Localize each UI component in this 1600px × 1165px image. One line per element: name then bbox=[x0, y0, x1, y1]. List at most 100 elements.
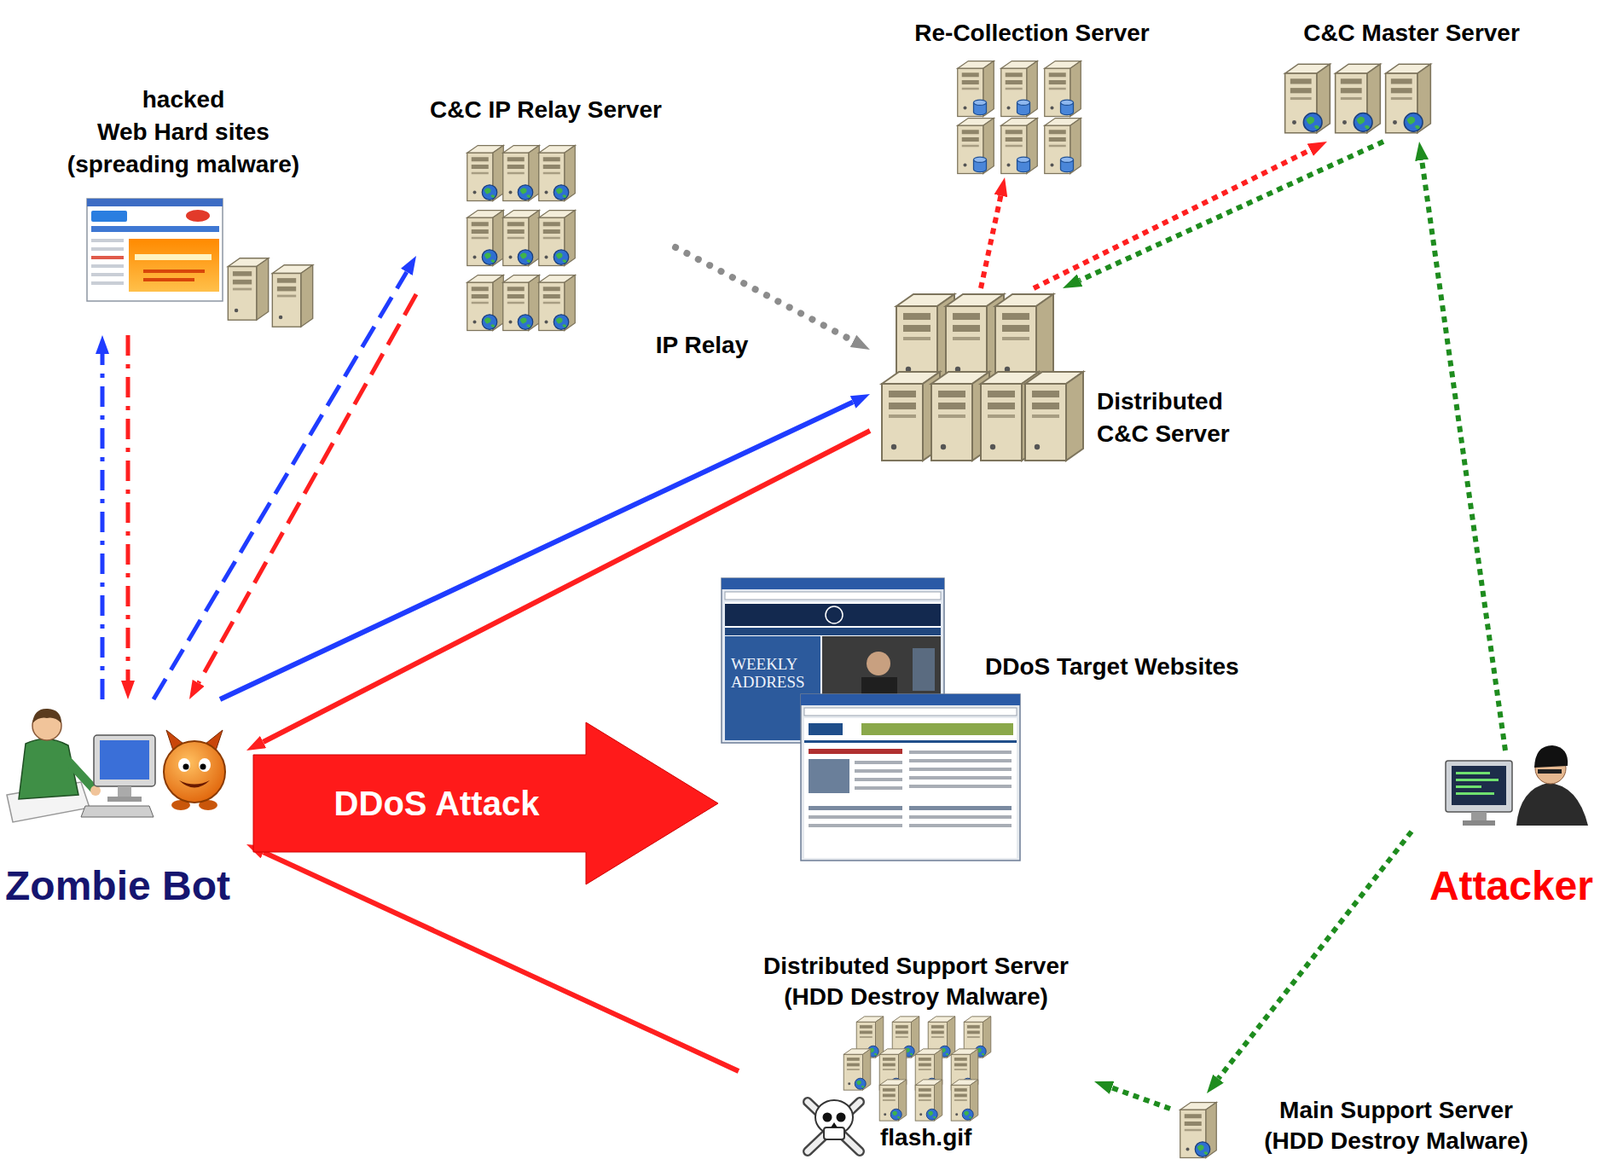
distributed-cc-cluster bbox=[881, 294, 1084, 461]
node-label: flash.gif bbox=[880, 1122, 972, 1154]
zombie-bot-figure bbox=[63, 756, 94, 789]
skull-crossbones bbox=[830, 1122, 838, 1128]
web-hard-screenshot bbox=[185, 209, 210, 222]
text-line: flash.gif bbox=[880, 1122, 972, 1154]
recollection-server-cluster bbox=[957, 61, 995, 117]
relay-server-cluster bbox=[467, 145, 505, 202]
zombie-bot-figure bbox=[163, 741, 226, 803]
master-server-cluster bbox=[1385, 63, 1432, 134]
connector-arrow bbox=[1079, 141, 1384, 281]
main-support-server bbox=[1180, 1102, 1218, 1159]
recollection-server-cluster bbox=[1001, 61, 1038, 117]
text-line: Web Hard sites bbox=[67, 115, 300, 149]
recollection-server-cluster bbox=[1001, 118, 1038, 174]
node-label: Zombie Bot bbox=[5, 861, 231, 911]
cheongwadae-screenshot bbox=[808, 748, 903, 754]
cheongwadae-screenshot bbox=[800, 694, 1021, 861]
relay-server-cluster bbox=[539, 145, 576, 202]
web-hard-node: hacked Web Hard sites (spreading malware… bbox=[63, 81, 329, 336]
web-hard-screenshot bbox=[91, 272, 124, 277]
attacker-figure bbox=[1471, 811, 1487, 821]
web-hard-servers bbox=[227, 258, 313, 327]
text-line: Main Support Server bbox=[1263, 1095, 1529, 1126]
web-hard-screenshot bbox=[91, 255, 124, 260]
cheongwadae-screenshot bbox=[808, 723, 843, 736]
text-line: Attacker bbox=[1429, 861, 1594, 911]
whitehouse-screenshot bbox=[825, 606, 843, 624]
text-line: Re-Collection Server bbox=[914, 17, 1149, 50]
web-hard-screenshot bbox=[91, 281, 124, 285]
whitehouse-screenshot bbox=[724, 603, 941, 627]
text-line: Distributed Support Server bbox=[763, 950, 1069, 982]
distributed-cc-cluster bbox=[1025, 371, 1084, 461]
support-server-cluster bbox=[915, 1079, 943, 1121]
cheongwadae-screenshot bbox=[804, 718, 1017, 858]
whitehouse-screenshot bbox=[721, 578, 945, 590]
connector-arrow bbox=[100, 353, 105, 700]
attacker-figure bbox=[1462, 820, 1496, 826]
attacker-figure bbox=[1451, 765, 1507, 806]
zombie-bot-figure bbox=[200, 764, 207, 771]
connector-arrow bbox=[263, 430, 870, 743]
support-server-node: Distributed Support Server (HDD Destroy … bbox=[738, 949, 1095, 1162]
cheongwadae-screenshot bbox=[800, 694, 1021, 706]
cheongwadae-screenshot bbox=[909, 776, 1012, 780]
node-label: hacked Web Hard sites (spreading malware… bbox=[67, 83, 300, 181]
connector-arrow bbox=[1218, 831, 1413, 1079]
main-support-node: Main Support Server (HDD Destroy Malware… bbox=[1170, 1093, 1554, 1162]
support-server-cluster bbox=[843, 1016, 992, 1121]
distributed-cc-node: Distributed C&C Server bbox=[869, 288, 1234, 468]
skull-crossbones bbox=[823, 1127, 845, 1140]
recollection-server-cluster bbox=[1044, 118, 1082, 174]
web-hard-screenshot bbox=[86, 198, 223, 302]
web-hard-screenshot bbox=[91, 247, 124, 251]
web-hard-screenshot bbox=[91, 226, 220, 232]
whitehouse-screenshot bbox=[866, 651, 891, 676]
cheongwadae-screenshot bbox=[909, 805, 1012, 811]
skull-crossbones bbox=[807, 1100, 860, 1152]
web-hard-screenshot bbox=[134, 254, 212, 261]
whitehouse-screenshot bbox=[724, 591, 941, 600]
target-websites-node: DDoS Target Websites bbox=[718, 576, 1280, 864]
relay-server-cluster bbox=[467, 145, 576, 331]
web-hard-screenshot bbox=[91, 210, 128, 222]
support-server-cluster bbox=[843, 1049, 871, 1090]
web-hard-screenshot bbox=[91, 264, 124, 268]
cheongwadae-screenshot bbox=[854, 786, 903, 790]
cheongwadae-screenshot bbox=[808, 759, 850, 794]
cheongwadae-screenshot bbox=[854, 769, 903, 773]
connector-arrow bbox=[675, 247, 854, 342]
relay-server-cluster bbox=[503, 210, 540, 267]
support-server-cluster bbox=[879, 1079, 907, 1121]
relay-server-node: C&C IP Relay Server bbox=[416, 92, 676, 340]
zombie-bot-figure bbox=[90, 785, 101, 796]
zombie-bot-figure bbox=[99, 740, 150, 780]
web-hard-servers bbox=[227, 258, 268, 320]
node-label: Re-Collection Server bbox=[914, 17, 1149, 50]
web-hard-servers bbox=[272, 265, 313, 327]
zombie-bot-figure bbox=[6, 708, 226, 823]
relay-server-cluster bbox=[503, 145, 540, 202]
text-line: DDoS Attack bbox=[334, 783, 540, 824]
attacker-node: Attacker bbox=[1411, 750, 1597, 915]
cheongwadae-screenshot bbox=[808, 815, 903, 819]
connector-arrow bbox=[153, 272, 407, 700]
cheongwadae-screenshot bbox=[804, 740, 1017, 743]
recollection-server-cluster bbox=[957, 61, 1082, 174]
connector-arrow bbox=[263, 852, 739, 1072]
edge-label: IP Relay bbox=[652, 330, 752, 360]
cheongwadae-screenshot bbox=[909, 784, 1012, 789]
connector-arrow bbox=[220, 401, 853, 700]
connector-arrow bbox=[980, 196, 1001, 290]
cheongwadae-screenshot bbox=[800, 694, 1021, 861]
cheongwadae-screenshot bbox=[909, 767, 1012, 772]
connector-arrow bbox=[1033, 150, 1311, 289]
text-line: C&C Server bbox=[1096, 417, 1230, 451]
recollection-server-cluster bbox=[957, 118, 995, 174]
attacker-figure bbox=[1516, 782, 1589, 826]
text-line: C&C IP Relay Server bbox=[429, 93, 662, 127]
relay-server-cluster bbox=[539, 210, 576, 267]
zombie-bot-figure bbox=[183, 764, 190, 771]
attack-arrow bbox=[253, 722, 719, 885]
cheongwadae-screenshot bbox=[909, 750, 1012, 754]
